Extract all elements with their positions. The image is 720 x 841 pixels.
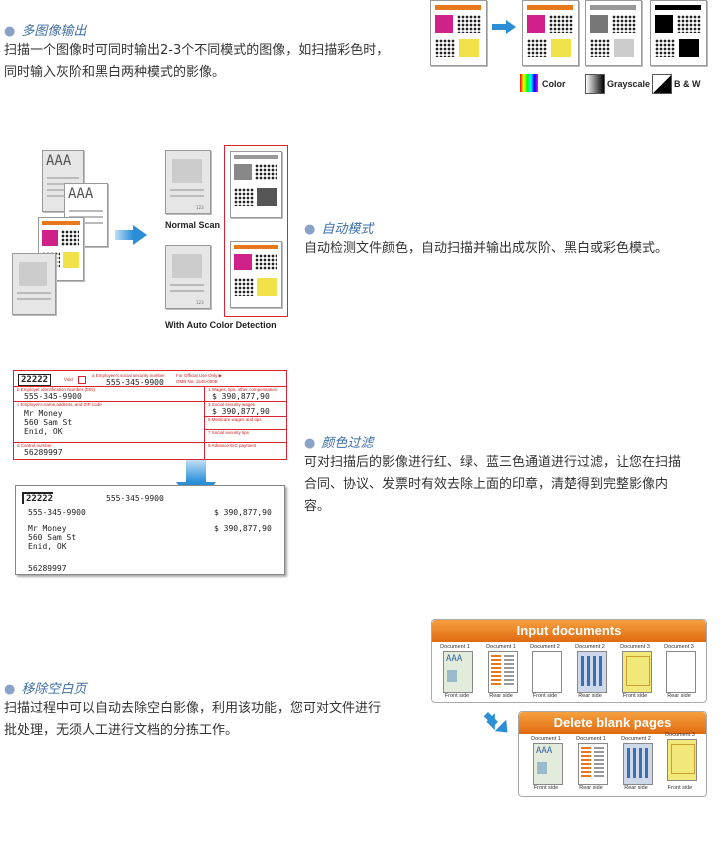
result-doc3-front-thumb xyxy=(667,739,697,781)
result-doc1-front-thumb: AAA xyxy=(533,743,563,785)
auto-mode-desc: 自动检测文件颜色，自动扫描并输出成灰阶、黑白或彩色模式。 xyxy=(304,241,669,256)
doc2-front-thumb xyxy=(532,651,562,693)
bw-output-page xyxy=(650,0,707,66)
multi-output-illustration: Color Grayscale B & W xyxy=(430,0,720,100)
doc3-front-thumb xyxy=(622,651,652,693)
result-doc2-rear-thumb xyxy=(623,743,653,785)
tax-form-original: 22222 Void a Employee's social security … xyxy=(13,370,287,460)
auto-mode-illustration: AAA AAA 123 Normal Scan 123 With Auto Co… xyxy=(10,145,295,335)
void-checkbox xyxy=(78,376,86,384)
color-output-page xyxy=(522,0,579,66)
input-documents-title: Input documents xyxy=(432,620,706,642)
auto-color-page xyxy=(230,241,282,308)
legend-grayscale: Grayscale xyxy=(607,79,651,89)
result-doc1-rear-thumb xyxy=(578,743,608,785)
auto-bw-page xyxy=(230,151,282,218)
input-page-1: AAA xyxy=(42,150,84,212)
blank-page-desc: 扫描过程中可以自动去除空白影像，利用该功能，您可对文件进行 批处理，无须人工进行… xyxy=(4,701,382,738)
grayscale-output-page xyxy=(585,0,642,66)
multi-output-desc: 扫描一个图像时可同时输出2-3个不同模式的图像，如扫描彩色时， 同时输入灰阶和黑… xyxy=(4,43,390,80)
down-right-arrow-icon xyxy=(483,710,514,739)
input-page-4 xyxy=(12,253,56,315)
legend-bw: B & W xyxy=(674,79,701,89)
bullet-icon: ● xyxy=(304,436,316,451)
color-swatch-icon xyxy=(520,74,538,92)
right-arrow-icon xyxy=(492,20,516,34)
doc1-rear-thumb xyxy=(488,651,518,693)
auto-mode-title: ●自动模式 xyxy=(304,222,374,237)
bullet-icon: ● xyxy=(304,222,316,237)
color-source-page xyxy=(430,0,487,66)
doc2-rear-thumb xyxy=(577,651,607,693)
color-filter-desc: 可对扫描后的影像进行红、绿、蓝三色通道进行过滤，让您在扫描 合同、协议、发票时有… xyxy=(304,455,682,514)
delete-blank-pages-title: Delete blank pages xyxy=(519,712,706,734)
grayscale-swatch-icon xyxy=(585,74,605,94)
delete-blank-pages-panel: Delete blank pages Document 1 Document 1… xyxy=(518,711,707,797)
input-page-2: AAA xyxy=(64,183,108,247)
bw-swatch-icon xyxy=(652,74,672,94)
input-documents-panel: Input documents Document 1 Document 1 Do… xyxy=(431,619,707,703)
normal-scan-page-2: 123 xyxy=(165,245,211,309)
normal-scan-page-1: 123 xyxy=(165,150,211,214)
normal-scan-label: Normal Scan xyxy=(165,220,221,230)
auto-detection-box xyxy=(224,145,288,317)
tax-form-filtered: 22222 555-345-9900 555-345-9900 $ 390,87… xyxy=(15,485,285,575)
doc1-front-thumb: AAA xyxy=(443,651,473,693)
right-arrow-icon xyxy=(115,225,147,245)
blank-page-title: ●移除空白页 xyxy=(4,682,87,697)
multi-output-title: ●多图像输出 xyxy=(4,24,87,39)
auto-detection-label: With Auto Color Detection xyxy=(165,320,277,330)
bullet-icon: ● xyxy=(4,682,16,697)
bullet-icon: ● xyxy=(4,24,16,39)
doc3-rear-thumb xyxy=(666,651,696,693)
color-filter-title: ●颜色过滤 xyxy=(304,436,374,451)
legend-color: Color xyxy=(542,79,566,89)
